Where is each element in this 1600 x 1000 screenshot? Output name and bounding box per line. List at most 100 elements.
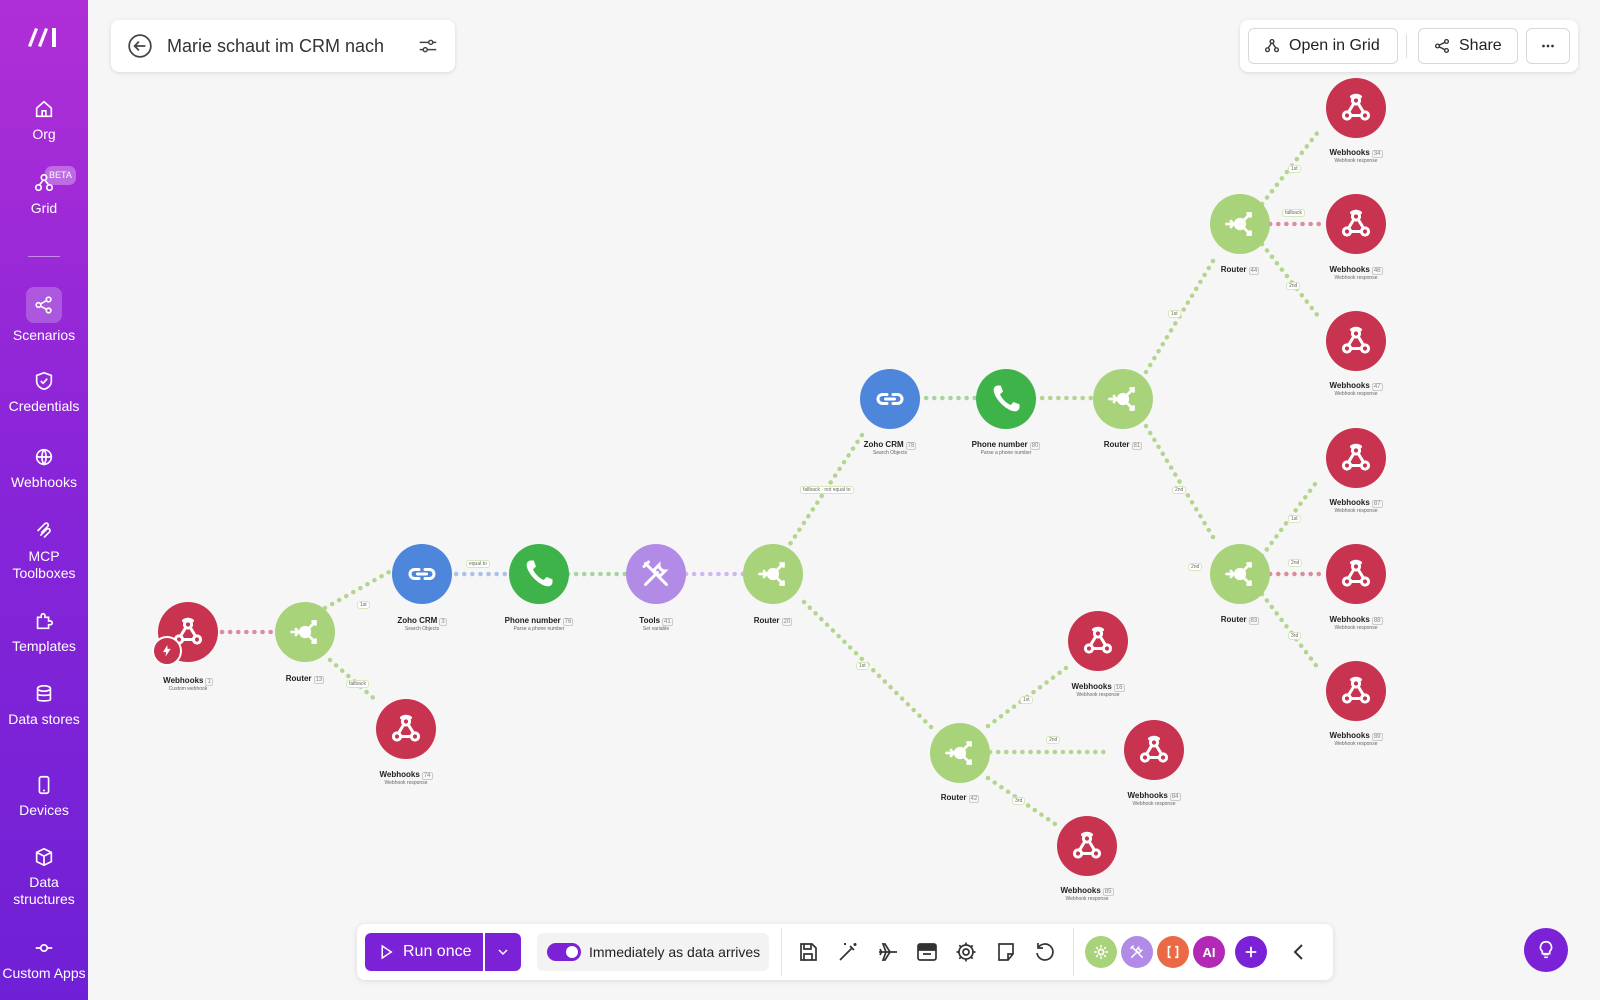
more-options-button[interactable] bbox=[1526, 28, 1570, 64]
sidebar-item-data-structures[interactable]: Data structures bbox=[0, 846, 88, 908]
router-module-13[interactable] bbox=[275, 602, 335, 662]
toggle-switch[interactable] bbox=[547, 943, 581, 961]
filter-label[interactable]: 2nd bbox=[1286, 282, 1301, 290]
filter-label[interactable]: fallback bbox=[346, 680, 369, 688]
sidebar-item-devices[interactable]: Devices bbox=[0, 774, 88, 819]
sidebar-item-custom-apps[interactable]: Custom Apps bbox=[0, 937, 88, 982]
back-arrow-icon[interactable] bbox=[127, 33, 153, 59]
phone-number-module-76[interactable] bbox=[509, 544, 569, 604]
webhooks-module-16[interactable] bbox=[1068, 611, 1128, 671]
scenario-title[interactable]: Marie schaut im CRM nach bbox=[167, 35, 385, 56]
tools-app-button[interactable] bbox=[1121, 936, 1153, 968]
magic-wand-icon[interactable] bbox=[836, 940, 860, 964]
filter-label[interactable]: 1st bbox=[1020, 696, 1033, 704]
open-in-grid-button[interactable]: Open in Grid bbox=[1248, 28, 1398, 64]
grid-icon bbox=[1264, 38, 1280, 53]
toolbar-divider bbox=[781, 928, 782, 976]
sidebar-item-label: Webhooks bbox=[11, 474, 77, 490]
webhooks-module-47[interactable] bbox=[1326, 311, 1386, 371]
sidebar-item-credentials[interactable]: Credentials bbox=[0, 370, 88, 415]
filter-label[interactable]: 3rd bbox=[1288, 632, 1302, 640]
share-label: Share bbox=[1459, 37, 1502, 54]
filter-label[interactable]: 1st bbox=[1168, 310, 1181, 318]
node-sublabel: Webhook response bbox=[1076, 692, 1120, 698]
filter-label[interactable]: 2nd bbox=[1288, 559, 1303, 567]
settings-icon[interactable] bbox=[954, 940, 978, 964]
connection bbox=[1143, 253, 1219, 375]
filter-label[interactable]: fallback · not equal to bbox=[800, 486, 854, 494]
make-logo-icon[interactable] bbox=[24, 22, 64, 50]
run-options-dropdown[interactable] bbox=[485, 933, 521, 971]
filter-label[interactable]: 2nd bbox=[1046, 736, 1061, 744]
webhooks-module-34[interactable] bbox=[1326, 78, 1386, 138]
sliders-icon[interactable] bbox=[417, 35, 439, 57]
filter-label[interactable]: 1st bbox=[856, 662, 869, 670]
webhooks-module-74[interactable] bbox=[376, 699, 436, 759]
router-module-20[interactable] bbox=[743, 544, 803, 604]
router-app-button[interactable] bbox=[1085, 936, 1117, 968]
sidebar-item-org[interactable]: Org bbox=[0, 98, 88, 143]
cube-icon bbox=[35, 847, 53, 867]
phone-icon bbox=[988, 381, 1024, 417]
filter-label[interactable]: fallback bbox=[1282, 209, 1305, 217]
tools-module-41[interactable] bbox=[626, 544, 686, 604]
schedule-toggle[interactable]: Immediately as data arrives bbox=[537, 933, 769, 971]
sidebar-item-mcp-toolboxes[interactable]: MCP Toolboxes bbox=[0, 520, 88, 582]
webhooks-module-46[interactable] bbox=[1326, 194, 1386, 254]
filter-label[interactable]: 1st bbox=[1288, 515, 1301, 523]
router-module-81[interactable] bbox=[1093, 369, 1153, 429]
webhook-icon bbox=[1080, 623, 1116, 659]
filter-label[interactable]: 3rd bbox=[1012, 797, 1026, 805]
sidebar-item-data-stores[interactable]: Data stores bbox=[0, 683, 88, 728]
note-icon[interactable] bbox=[994, 940, 1018, 964]
airplane-icon[interactable] bbox=[876, 940, 900, 964]
instant-trigger-icon bbox=[152, 636, 182, 666]
webhooks-module-84[interactable] bbox=[1124, 720, 1184, 780]
webhook-icon bbox=[1338, 673, 1374, 709]
filter-label[interactable]: 1st bbox=[1288, 165, 1301, 173]
filter-label[interactable]: 2nd bbox=[1188, 563, 1203, 571]
more-dots-icon bbox=[1542, 44, 1554, 48]
link-icon bbox=[404, 556, 440, 592]
hints-button[interactable] bbox=[1524, 928, 1568, 972]
chevron-left-icon[interactable] bbox=[1287, 940, 1311, 964]
schedule-label: Immediately as data arrives bbox=[589, 944, 761, 960]
save-icon[interactable] bbox=[796, 940, 820, 964]
filter-label[interactable]: 2nd bbox=[1172, 486, 1187, 494]
zoho-crm-module-3[interactable] bbox=[392, 544, 452, 604]
filter-label[interactable]: equal to bbox=[466, 560, 490, 568]
webhooks-module-88[interactable] bbox=[1326, 544, 1386, 604]
undo-history-icon[interactable] bbox=[1033, 940, 1057, 964]
sidebar-item-templates[interactable]: Templates bbox=[0, 610, 88, 655]
webhooks-module-89[interactable] bbox=[1326, 661, 1386, 721]
webhooks-module-85[interactable] bbox=[1057, 816, 1117, 876]
add-module-button[interactable] bbox=[1235, 936, 1267, 968]
sidebar-item-label: Org bbox=[32, 126, 56, 142]
node-sublabel: Webhook response bbox=[1132, 801, 1176, 807]
ai-app-button[interactable]: AI bbox=[1193, 936, 1225, 968]
share-button[interactable]: Share bbox=[1418, 28, 1518, 64]
json-app-button[interactable] bbox=[1157, 936, 1189, 968]
home-icon bbox=[35, 100, 53, 118]
sidebar-item-grid[interactable]: BETA Grid bbox=[0, 166, 88, 217]
router-module-83[interactable] bbox=[1210, 544, 1270, 604]
sidebar-item-label: Data stores bbox=[8, 711, 80, 727]
filter-label[interactable]: 1st bbox=[357, 601, 370, 609]
sidebar-item-scenarios[interactable]: Scenarios bbox=[0, 287, 88, 344]
sidebar-item-webhooks[interactable]: Webhooks bbox=[0, 446, 88, 491]
node-sublabel: Webhook response bbox=[1334, 625, 1378, 631]
router-module-44[interactable] bbox=[1210, 194, 1270, 254]
layout-icon[interactable] bbox=[915, 940, 939, 964]
zoho-crm-module-78[interactable] bbox=[860, 369, 920, 429]
router-module-42[interactable] bbox=[930, 723, 990, 783]
run-once-button[interactable]: Run once bbox=[365, 933, 483, 971]
webhooks-module-87[interactable] bbox=[1326, 428, 1386, 488]
phone-number-module-80[interactable] bbox=[976, 369, 1036, 429]
webhook-icon bbox=[388, 711, 424, 747]
webhook-icon bbox=[1338, 556, 1374, 592]
